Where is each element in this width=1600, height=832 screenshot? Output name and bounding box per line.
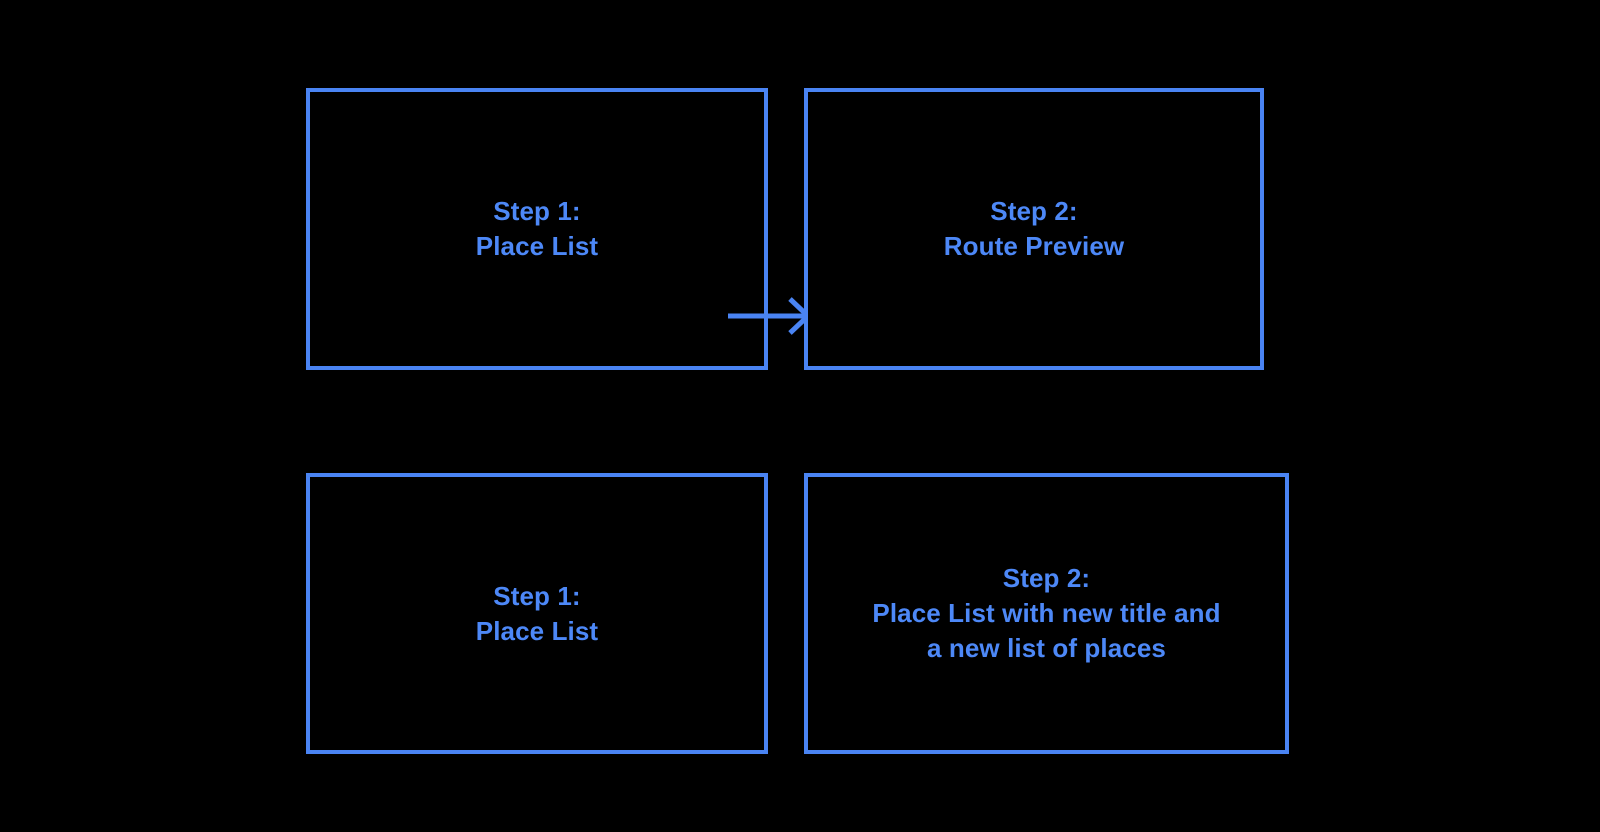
step-box-label: Step 2: Route Preview	[943, 196, 1125, 261]
flow-row-route-preview: Step 1: Place List Step 2: Route Preview	[0, 88, 1600, 370]
step-box-label: Step 1: Place List	[475, 196, 599, 261]
flow-row-place-list-update: Step 1: Place List Step 2: Place List wi…	[0, 473, 1600, 764]
step-box-top-step-1[interactable]: Step 1: Place List	[306, 88, 768, 370]
step-box-top-step-2[interactable]: Step 2: Route Preview	[804, 88, 1264, 370]
step-box-label: Step 2: Place List with new title and a …	[872, 563, 1221, 663]
step-box-bottom-step-1[interactable]: Step 1: Place List	[306, 473, 768, 754]
step-box-label: Step 1: Place List	[475, 580, 599, 646]
step-box-bottom-step-2[interactable]: Step 2: Place List with new title and a …	[804, 473, 1289, 754]
